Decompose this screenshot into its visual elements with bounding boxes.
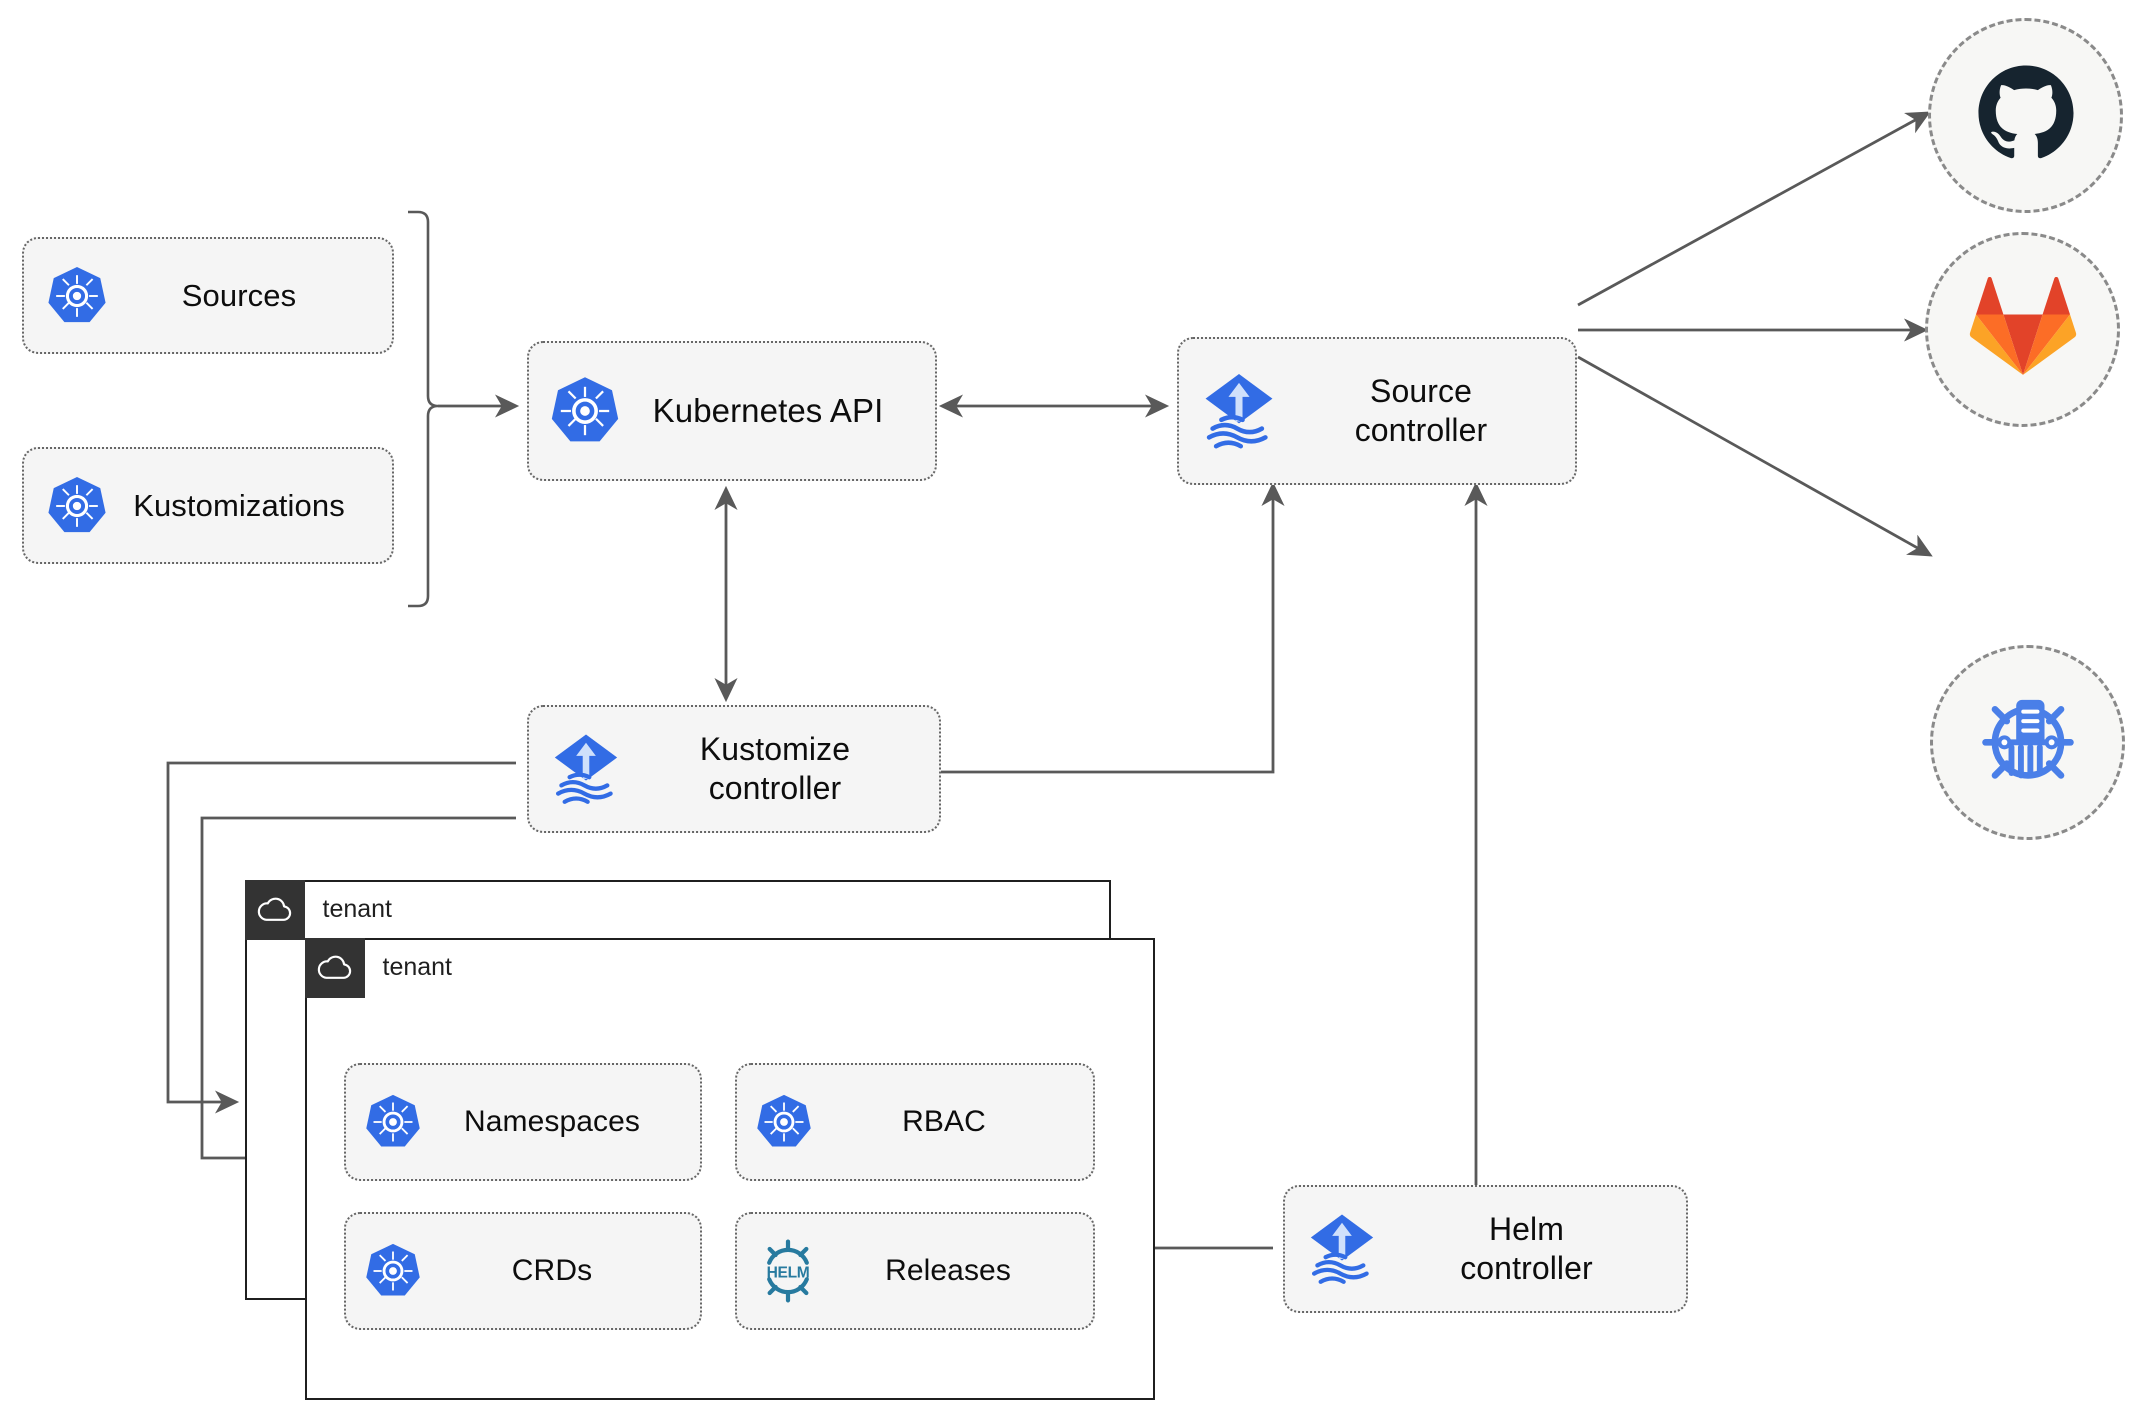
node-kustomize-controller-label: Kustomize controller — [699, 730, 851, 806]
tenant-outer-titlebar: tenant — [244, 879, 393, 940]
node-sources-label: Sources — [181, 277, 297, 313]
tenant-inner-label: tenant — [382, 953, 453, 981]
node-crds-label: CRDs — [511, 1253, 593, 1287]
node-releases-label: Releases — [885, 1253, 1011, 1287]
node-kustomizations[interactable]: Kustomizations — [22, 447, 394, 564]
node-source-controller[interactable]: Source controller — [1177, 337, 1577, 485]
node-helm-controller-label: Helm controller — [1460, 1210, 1593, 1286]
helm-repo-icon — [1969, 681, 2087, 804]
gitlab-icon — [1969, 276, 2077, 382]
flux-icon — [1301, 1208, 1383, 1290]
edge-source-controller-to-github — [1577, 111, 1931, 307]
endpoint-gitlab[interactable] — [1925, 232, 2120, 427]
tenant-outer-label: tenant — [322, 895, 393, 923]
kubernetes-icon — [364, 1242, 422, 1300]
node-helm-controller[interactable]: Helm controller — [1283, 1185, 1688, 1313]
node-sources[interactable]: Sources — [22, 237, 394, 354]
kubernetes-icon — [46, 265, 108, 327]
node-releases[interactable]: HELM Releases — [735, 1212, 1095, 1330]
endpoint-helm-repos[interactable] — [1930, 645, 2125, 840]
flux-icon — [1195, 367, 1283, 455]
kubernetes-icon — [46, 475, 108, 537]
node-kubernetes-api[interactable]: Kubernetes API — [527, 341, 937, 481]
github-icon — [1972, 59, 2080, 172]
kubernetes-icon — [549, 375, 621, 447]
kubernetes-icon — [755, 1093, 813, 1151]
tenant-inner-titlebar: tenant — [304, 937, 453, 998]
flux-icon — [545, 728, 627, 810]
edge-source-controller-to-helm-repos — [1577, 355, 1933, 557]
node-crds[interactable]: CRDs — [344, 1212, 702, 1330]
svg-text:HELM: HELM — [767, 1264, 810, 1281]
cloud-icon — [244, 879, 305, 940]
helm-icon: HELM — [755, 1238, 821, 1304]
node-namespaces[interactable]: Namespaces — [344, 1063, 702, 1181]
node-kubernetes-api-label: Kubernetes API — [652, 391, 884, 429]
node-kustomize-controller[interactable]: Kustomize controller — [527, 705, 941, 833]
edge-kustomize-to-source-controller — [941, 481, 1285, 774]
node-rbac[interactable]: RBAC — [735, 1063, 1095, 1181]
cloud-icon — [304, 937, 365, 998]
kubernetes-icon — [364, 1093, 422, 1151]
node-rbac-label: RBAC — [902, 1104, 986, 1138]
edge-resources-bracket — [408, 210, 439, 608]
node-namespaces-label: Namespaces — [463, 1104, 641, 1138]
node-kustomizations-label: Kustomizations — [133, 487, 345, 523]
node-source-controller-label: Source controller — [1354, 372, 1488, 448]
endpoint-github[interactable] — [1928, 18, 2123, 213]
